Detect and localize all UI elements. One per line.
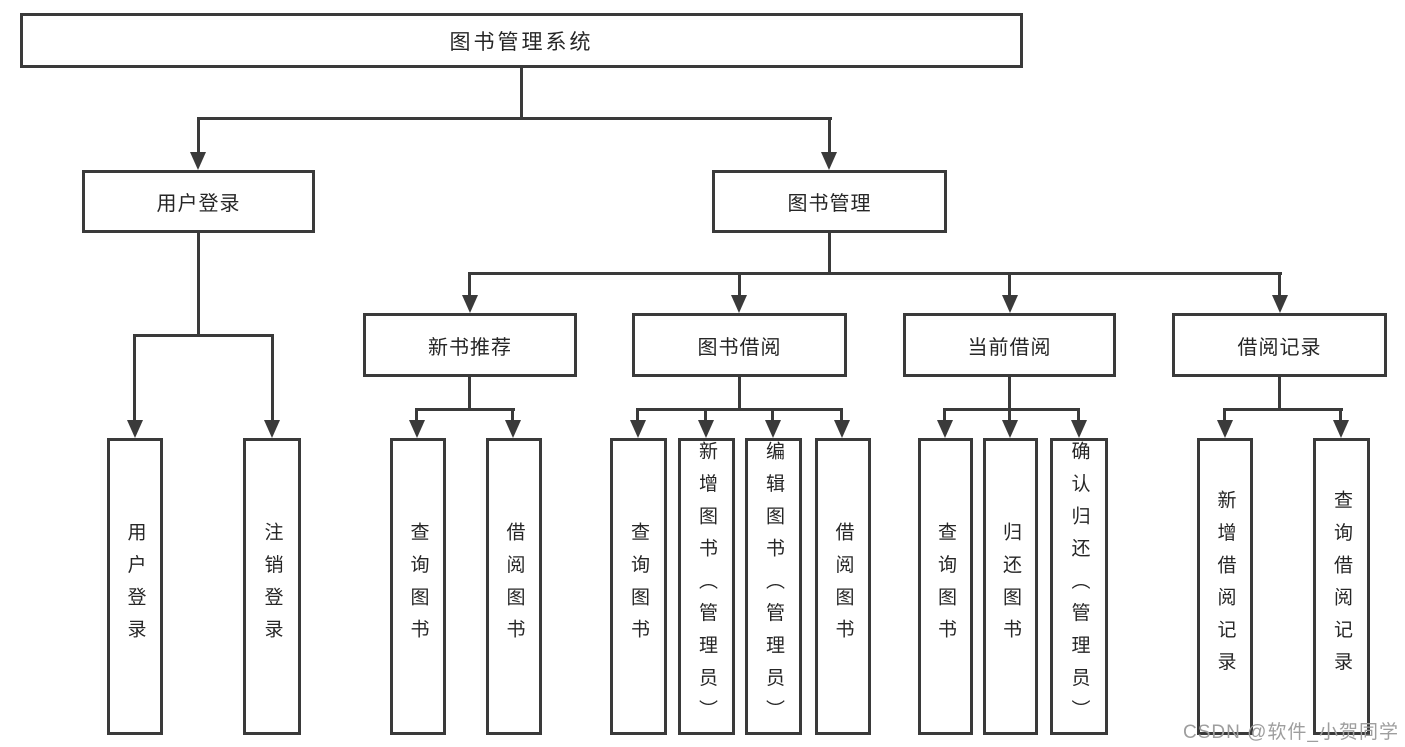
connector-segment: [511, 408, 514, 423]
connector-segment: [1008, 272, 1011, 298]
arrow-down-icon: [1071, 420, 1087, 438]
arrow-down-icon: [821, 152, 837, 170]
arrow-down-icon: [264, 420, 280, 438]
connector-segment: [771, 408, 774, 423]
arrow-down-icon: [1217, 420, 1233, 438]
connector-segment: [197, 233, 200, 337]
connector-segment: [738, 377, 741, 411]
connector-segment: [468, 272, 1282, 275]
leaf-query-borrow-record: 查询借阅记录: [1313, 438, 1370, 735]
leaf-edit-book-admin: 编辑图书（管理员）: [745, 438, 802, 735]
connector-segment: [1278, 272, 1281, 298]
connector-segment: [1339, 408, 1342, 423]
arrow-down-icon: [937, 420, 953, 438]
arrow-down-icon: [1002, 295, 1018, 313]
arrow-down-icon: [834, 420, 850, 438]
connector-segment: [1278, 377, 1281, 411]
arrow-down-icon: [1333, 420, 1349, 438]
connector-segment: [943, 408, 946, 423]
connector-segment: [415, 408, 418, 423]
node-book-management: 图书管理: [712, 170, 947, 233]
connector-segment: [840, 408, 843, 423]
arrow-down-icon: [698, 420, 714, 438]
connector-segment: [828, 117, 831, 155]
connector-segment: [828, 233, 831, 275]
leaf-borrow-books-recommend: 借阅图书: [486, 438, 542, 735]
leaf-user-login: 用户登录: [107, 438, 163, 735]
node-book-borrow: 图书借阅: [632, 313, 847, 377]
connector-segment: [133, 334, 136, 424]
arrow-down-icon: [127, 420, 143, 438]
connector-segment: [738, 272, 741, 298]
connector-segment: [1008, 408, 1011, 423]
connector-segment: [704, 408, 707, 423]
arrow-down-icon: [409, 420, 425, 438]
connector-segment: [415, 408, 515, 411]
node-current-borrow: 当前借阅: [903, 313, 1116, 377]
connector-segment: [520, 66, 523, 120]
connector-segment: [1223, 408, 1343, 411]
arrow-down-icon: [505, 420, 521, 438]
leaf-add-book-admin: 新增图书（管理员）: [678, 438, 735, 735]
csdn-watermark: CSDN @软件_小贺同学: [1183, 722, 1399, 743]
connector-segment: [197, 117, 832, 120]
leaf-confirm-return-admin: 确认归还（管理员）: [1050, 438, 1108, 735]
leaf-query-books-current: 查询图书: [918, 438, 973, 735]
node-library-system: 图书管理系统: [20, 13, 1023, 68]
connector-segment: [1008, 377, 1011, 411]
node-borrow-records: 借阅记录: [1172, 313, 1387, 377]
connector-segment: [197, 117, 200, 155]
node-new-book-recommend: 新书推荐: [363, 313, 577, 377]
leaf-query-books-borrow: 查询图书: [610, 438, 667, 735]
arrow-down-icon: [630, 420, 646, 438]
connector-segment: [1077, 408, 1080, 423]
arrow-down-icon: [765, 420, 781, 438]
leaf-query-books-recommend: 查询图书: [390, 438, 446, 735]
connector-segment: [468, 377, 471, 411]
arrow-down-icon: [190, 152, 206, 170]
leaf-borrow-books: 借阅图书: [815, 438, 871, 735]
arrow-down-icon: [1002, 420, 1018, 438]
connector-segment: [636, 408, 843, 411]
connector-segment: [1223, 408, 1226, 423]
connector-segment: [271, 334, 274, 424]
arrow-down-icon: [1272, 295, 1288, 313]
connector-segment: [468, 272, 471, 298]
arrow-down-icon: [462, 295, 478, 313]
arrow-down-icon: [731, 295, 747, 313]
connector-segment: [943, 408, 1080, 411]
leaf-return-books: 归还图书: [983, 438, 1038, 735]
node-user-login: 用户登录: [82, 170, 315, 233]
connector-segment: [636, 408, 639, 423]
connector-segment: [133, 334, 274, 337]
leaf-add-borrow-record: 新增借阅记录: [1197, 438, 1253, 735]
leaf-logout: 注销登录: [243, 438, 301, 735]
